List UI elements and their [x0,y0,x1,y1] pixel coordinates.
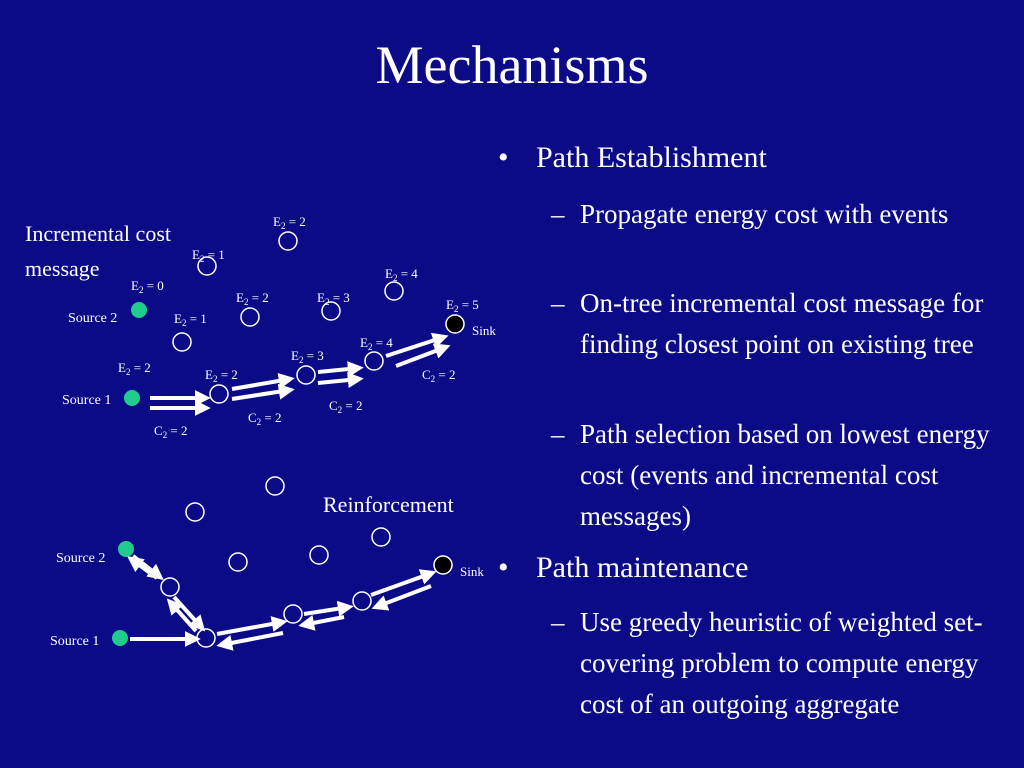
energy-label: E2 = 1 [174,311,207,328]
sub-bullet-dash: – [551,607,565,637]
energy-label: E2 = 0 [131,278,164,295]
sensor-node [321,301,341,321]
energy-label: E2 = 4 [360,335,393,352]
reinforcement-arrow [216,631,284,651]
source-1-node [124,390,140,406]
source-2-label: Source 2 [68,311,117,326]
sensor-node [283,604,303,624]
bullet-dot: • [498,141,509,174]
sensor-node [364,351,384,371]
energy-label: E2 = 2 [118,360,151,377]
sink-node [445,314,465,334]
cost-label: C2 = 2 [329,398,363,415]
source-1-label: Source 1 [50,634,99,649]
incremental-cost-arrows [150,332,451,416]
sub-bullet-text: On-tree incremental cost message for fin… [580,288,984,359]
sub-bullet-text: Propagate energy cost with events [580,199,949,229]
energy-labels: E2 = 2 E2 = 1 E2 = 0 E2 = 4 E2 = 2 E2 = … [118,214,479,384]
sensor-node [228,552,248,572]
slide-title: Mechanisms [375,35,649,95]
sensor-node [352,591,372,611]
sub-bullet-text: Use greedy heuristic of weighted set-cov… [580,607,983,719]
cost-label: C2 = 2 [422,367,456,384]
sink-label: Sink [472,323,496,338]
source-2-label: Source 2 [56,551,105,566]
sensor-node [209,384,229,404]
bullet-label: Path maintenance [536,551,749,584]
energy-label: E2 = 4 [385,266,418,283]
reinforcement-arrow [216,616,288,636]
path-arrow [385,332,449,358]
sensor-node [240,307,260,327]
top-caption-line2: message [25,256,100,281]
sensor-node [197,256,217,276]
sensor-node [309,545,329,565]
bottom-sensor-nodes [160,476,391,648]
sensor-node [278,231,298,251]
sink-node [433,555,453,575]
path-arrow [231,373,295,391]
sub-bullet-text: Path selection based on lowest energy co… [580,419,990,531]
energy-label: E2 = 3 [317,290,350,307]
energy-label: E2 = 2 [273,214,306,231]
source-2-node [118,541,134,557]
path-arrow [317,372,364,389]
reinforcement-arrow [131,554,164,580]
reinforcement-arrow [371,584,432,611]
sub-bullet-dash: – [551,288,565,318]
bullet-label: Path Establishment [536,141,767,174]
reinforcement-arrow [303,600,354,617]
sensor-node [185,502,205,522]
reinforcement-arrow [166,598,198,633]
top-sensor-nodes [172,231,404,404]
source-1-label: Source 1 [62,393,111,408]
energy-label: E2 = 1 [192,247,225,264]
energy-label: E2 = 3 [291,348,324,365]
sensor-node [196,628,216,648]
energy-label: E2 = 2 [236,290,269,307]
sensor-node [371,527,391,547]
path-arrow [395,343,451,368]
source-2-node [131,302,147,318]
sink-label: Sink [460,564,484,579]
energy-label: E2 = 5 [446,297,479,314]
reinforcement-arrow [370,569,437,597]
path-arrow [317,361,364,378]
sensor-node [172,332,192,352]
cost-label: C2 = 2 [248,410,282,427]
sensor-node [160,577,180,597]
reinforcement-arrows [127,554,437,651]
sensor-node [384,281,404,301]
cost-label: C2 = 2 [154,423,188,440]
cost-labels: C2 = 2 C2 = 2 C2 = 2 C2 = 2 [154,367,456,440]
reinforcement-arrow [298,615,345,631]
top-caption-line1: Incremental cost [25,221,171,246]
sub-bullet-dash: – [551,419,565,449]
energy-label: E2 = 2 [205,367,238,384]
bullet-dot: • [498,551,509,584]
source-1-node [112,630,128,646]
sensor-node [265,476,285,496]
sensor-node [296,365,316,385]
path-arrow [231,383,295,401]
reinforcement-arrow [127,556,159,580]
sub-bullet-dash: – [551,199,565,229]
reinforcement-caption: Reinforcement [323,492,454,517]
